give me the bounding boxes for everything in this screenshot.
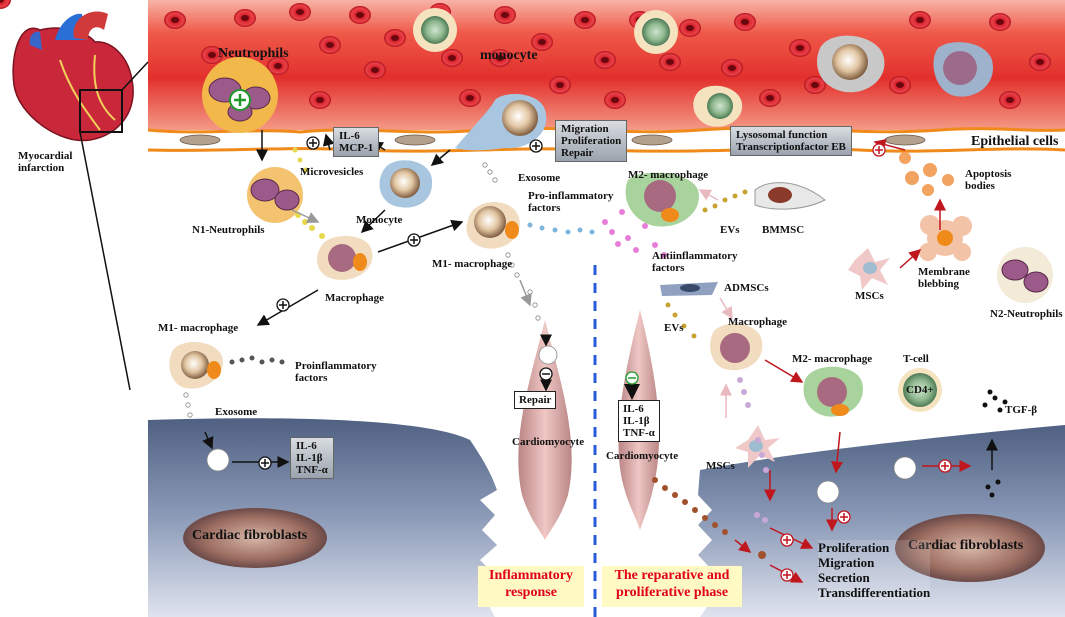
msc-cells xyxy=(735,248,890,468)
myocardial-infarction-label: Myocardial infarction xyxy=(18,150,73,174)
epithelial-cells-label: Epithelial cells xyxy=(971,134,1059,149)
il6-mcp1-box: IL-6 MCP-1 xyxy=(333,127,380,157)
m2-macrophage-right xyxy=(803,366,863,417)
apoptosis-bodies xyxy=(899,152,954,196)
vessel-monocytes xyxy=(413,8,993,127)
brown-particles xyxy=(652,477,766,559)
apoptosis-bodies-label: Apoptosis bodies xyxy=(965,168,1012,192)
yellow-particles xyxy=(292,147,325,239)
macrophage-label: Macrophage xyxy=(325,292,385,304)
proinflammatory-factors-label: Proinflammatory factors xyxy=(295,360,377,384)
minus-markers xyxy=(539,367,639,385)
cd4-label: CD4+ xyxy=(906,384,934,396)
macrophage-cell xyxy=(317,235,373,280)
m1-macrophage-center-label: M1- macrophage xyxy=(432,258,513,270)
cardiomyocyte-right-label: Cardiomyocyte xyxy=(606,450,679,462)
monocyte-vessel-label: monocyte xyxy=(480,48,538,63)
repair-box: Repair xyxy=(514,391,557,409)
grey-arrow-exosome xyxy=(519,279,532,307)
bmmsc-cell xyxy=(754,182,826,210)
tissue-left xyxy=(148,418,497,617)
migration-box: Migration Proliferation Repair xyxy=(555,120,628,162)
pink-arrow-evs xyxy=(698,189,719,201)
t-cell-label: T-cell xyxy=(903,353,929,365)
grey-arrow-neutrophil xyxy=(291,209,320,224)
reparative-phase-label: The reparative and proliferative phase xyxy=(602,566,742,607)
exosome-left-label: Exosome xyxy=(215,406,258,418)
evs-top-label: EVs xyxy=(720,224,740,236)
admscs-label: ADMSCs xyxy=(724,282,769,294)
zoom-box xyxy=(79,89,123,133)
mscs-right-label: MSCs xyxy=(855,290,884,302)
pink-particles xyxy=(602,209,667,258)
cytokines-right-box: IL-6 IL-1β TNF-α xyxy=(618,400,660,442)
bmmsc-label: BMMSC xyxy=(762,224,805,236)
m2-macrophage-right-label: M2- macrophage xyxy=(792,353,873,365)
pink-arrow-admscs xyxy=(719,297,733,320)
heart-illustration xyxy=(12,11,134,142)
macrophage-right-label: Macrophage xyxy=(728,316,788,328)
microvesicles-label: Microvesicles xyxy=(300,166,364,178)
admscs-cell xyxy=(660,282,718,296)
m1-macrophage-center xyxy=(466,202,520,249)
tgf-beta-label: TGF-β xyxy=(1005,404,1038,416)
m2-macrophage-top xyxy=(625,172,699,227)
cardiac-fibroblasts-right-label: Cardiac fibroblasts xyxy=(908,538,1024,553)
red-blood-cells xyxy=(0,0,1051,109)
exosome-center-label: Exosome xyxy=(518,172,561,184)
n1-neutrophil xyxy=(247,167,303,223)
neutrophil-vessel xyxy=(202,57,278,133)
cardiomyocyte-center-label: Cardiomyocyte xyxy=(512,436,585,448)
m1-macrophage-left-label: M1- macrophage xyxy=(158,322,239,334)
extravasating-monocyte xyxy=(455,94,547,151)
n2-neutrophil xyxy=(997,247,1053,303)
black-arrows xyxy=(202,130,998,470)
outcomes-box: Proliferation Migration Secretion Transd… xyxy=(818,540,931,600)
cardiomyocyte-center xyxy=(518,320,572,540)
fibroblast-left xyxy=(183,508,327,568)
n2-neutrophils-label: N2-Neutrophils xyxy=(990,308,1063,320)
macrophage-right xyxy=(710,323,763,371)
lysosomal-box: Lysosomal function Transcriptionfactor E… xyxy=(730,126,852,156)
monocyte-cell xyxy=(379,160,433,208)
inflammatory-phase-label: Inflammatory response xyxy=(478,566,584,607)
tgf-beta-particles xyxy=(982,389,1008,498)
exosome-trails xyxy=(183,162,917,504)
plus-markers xyxy=(258,136,952,582)
monocyte-label: Monocyte xyxy=(356,214,403,226)
blue-particles xyxy=(527,222,595,235)
neutrophils-label: Neutrophils xyxy=(218,46,289,61)
evs-mid-label: EVs xyxy=(664,322,684,334)
m2-macrophage-top-label: M2- macrophage xyxy=(628,169,709,181)
zoom-line-bottom xyxy=(79,131,131,391)
pro-inflammatory-factors-label: Pro-inflammatory factors xyxy=(528,190,614,214)
proinflammatory-dots xyxy=(229,355,285,365)
purple-particles xyxy=(737,377,769,523)
membrane-blebbing-label: Membrane blebbing xyxy=(918,266,970,290)
ev-gold-particles xyxy=(665,189,748,339)
t-cell xyxy=(898,368,942,412)
fibroblast-right xyxy=(895,514,1045,582)
mscs-lower-label: MSCs xyxy=(706,460,735,472)
membrane-blebbing-cell xyxy=(919,215,972,261)
antiinflammatory-factors-label: Antiinflammatory factors xyxy=(652,250,738,274)
cytokines-left-box: IL-6 IL-1β TNF-α xyxy=(290,437,334,479)
cardiac-fibroblasts-left-label: Cardiac fibroblasts xyxy=(192,528,308,543)
zoom-line-top xyxy=(121,61,149,91)
n1-neutrophils-label: N1-Neutrophils xyxy=(192,224,265,236)
m1-macrophage-left xyxy=(169,341,223,389)
